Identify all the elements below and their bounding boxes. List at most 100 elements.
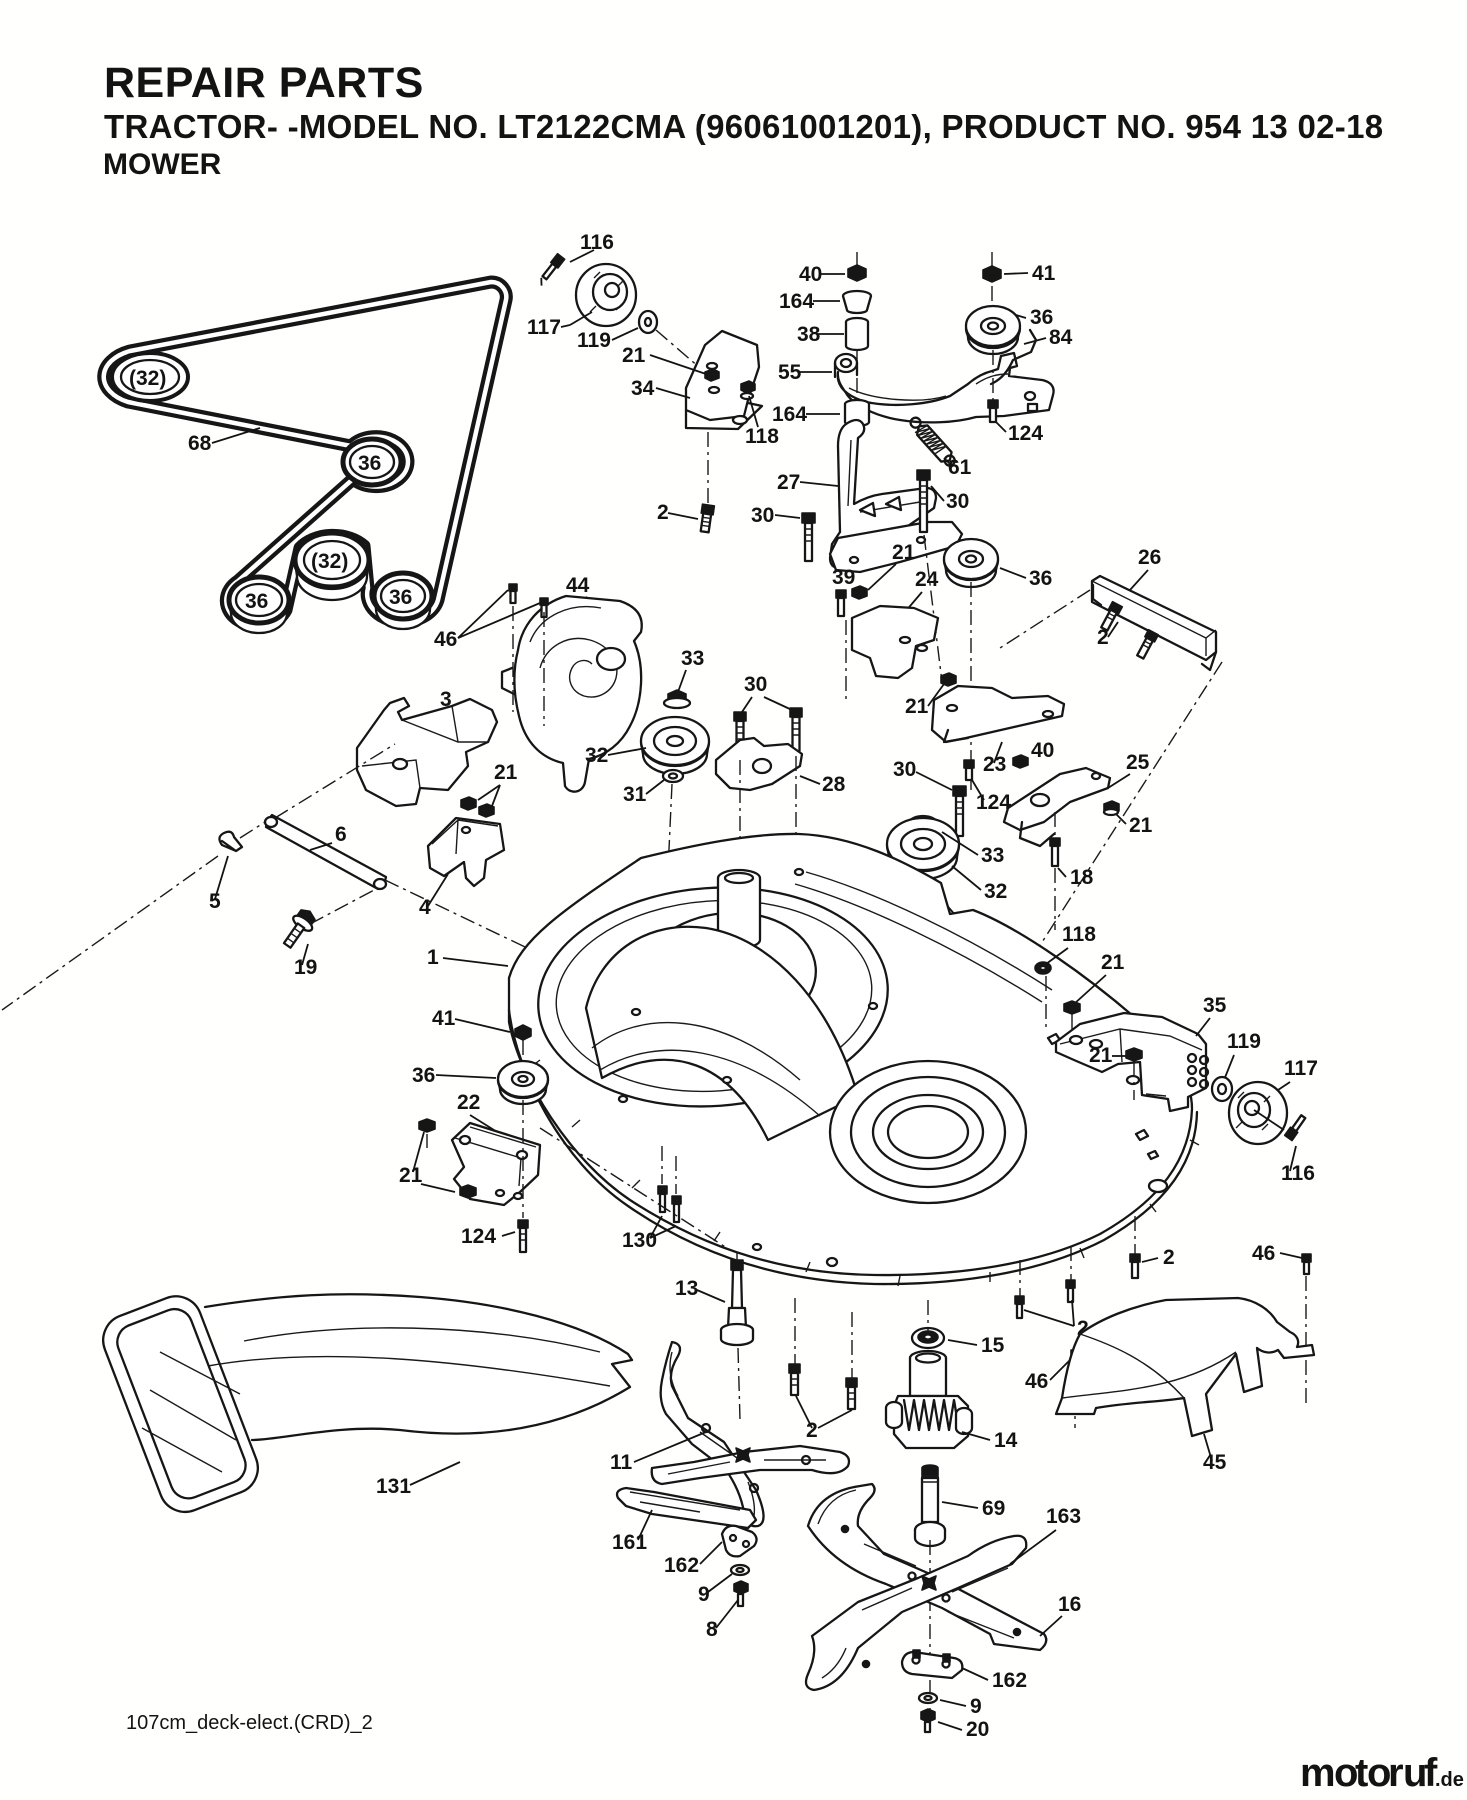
svg-text:119: 119: [1227, 1030, 1261, 1053]
svg-text:68: 68: [188, 432, 212, 455]
svg-text:44: 44: [566, 574, 590, 597]
svg-text:30: 30: [946, 490, 969, 513]
svg-text:55: 55: [778, 361, 802, 384]
svg-text:131: 131: [376, 1475, 411, 1498]
svg-text:34: 34: [631, 377, 655, 400]
svg-text:21: 21: [1089, 1044, 1113, 1067]
svg-text:36: 36: [245, 590, 268, 613]
svg-text:2: 2: [1077, 1317, 1089, 1340]
svg-text:161: 161: [612, 1531, 647, 1554]
svg-text:MOWER: MOWER: [103, 148, 222, 181]
svg-text:33: 33: [681, 647, 704, 670]
svg-text:2: 2: [1163, 1246, 1175, 1269]
svg-text:21: 21: [1101, 951, 1125, 974]
svg-text:38: 38: [797, 323, 821, 346]
svg-text:164: 164: [779, 290, 814, 313]
svg-text:36: 36: [1030, 306, 1053, 329]
svg-text:40: 40: [799, 263, 822, 286]
svg-text:2: 2: [806, 1419, 818, 1442]
svg-text:32: 32: [585, 744, 608, 767]
svg-text:26: 26: [1138, 546, 1161, 569]
svg-text:.de: .de: [1435, 1769, 1464, 1791]
svg-text:o: o: [1367, 1751, 1391, 1795]
svg-text:6: 6: [335, 823, 347, 846]
svg-text:61: 61: [948, 456, 972, 479]
svg-text:18: 18: [1070, 866, 1094, 889]
svg-text:2: 2: [657, 501, 669, 524]
svg-text:46: 46: [1025, 1370, 1048, 1393]
svg-text:36: 36: [412, 1064, 435, 1087]
svg-text:35: 35: [1203, 994, 1227, 1017]
svg-text:163: 163: [1046, 1505, 1081, 1528]
svg-text:41: 41: [432, 1007, 456, 1030]
svg-text:1: 1: [427, 946, 439, 969]
svg-text:16: 16: [1058, 1593, 1081, 1616]
svg-text:TRACTOR- -MODEL NO. LT2122CMA: TRACTOR- -MODEL NO. LT2122CMA (960610012…: [104, 108, 1383, 145]
svg-text:69: 69: [982, 1497, 1005, 1520]
svg-text:19: 19: [294, 956, 317, 979]
svg-text:(32): (32): [311, 550, 348, 573]
svg-text:164: 164: [772, 403, 807, 426]
svg-text:118: 118: [745, 425, 779, 448]
svg-text:118: 118: [1062, 923, 1096, 946]
svg-text:117: 117: [1284, 1057, 1318, 1080]
svg-text:9: 9: [698, 1583, 710, 1606]
svg-text:117: 117: [527, 316, 561, 339]
svg-text:31: 31: [623, 783, 647, 806]
svg-text:(32): (32): [129, 367, 166, 390]
svg-text:107cm_deck-elect.(CRD)_2: 107cm_deck-elect.(CRD)_2: [126, 1712, 373, 1734]
svg-text:REPAIR PARTS: REPAIR PARTS: [104, 59, 424, 107]
svg-text:36: 36: [358, 452, 381, 475]
svg-text:15: 15: [981, 1334, 1005, 1357]
svg-text:3: 3: [440, 688, 452, 711]
svg-text:21: 21: [494, 761, 518, 784]
svg-text:2: 2: [1097, 626, 1109, 649]
svg-text:9: 9: [970, 1695, 982, 1718]
svg-text:116: 116: [580, 231, 614, 254]
svg-text:21: 21: [1129, 814, 1153, 837]
svg-text:36: 36: [1029, 567, 1052, 590]
svg-text:11: 11: [610, 1451, 633, 1474]
svg-text:40: 40: [1031, 739, 1054, 762]
svg-text:124: 124: [976, 791, 1011, 814]
svg-text:124: 124: [1008, 422, 1043, 445]
svg-text:r: r: [1388, 1751, 1404, 1795]
svg-text:21: 21: [622, 344, 646, 367]
svg-text:o: o: [1334, 1751, 1358, 1795]
svg-text:21: 21: [892, 541, 916, 564]
svg-text:116: 116: [1281, 1162, 1315, 1185]
svg-text:t: t: [1355, 1751, 1368, 1795]
svg-text:8: 8: [706, 1618, 718, 1641]
svg-text:m: m: [1300, 1751, 1336, 1795]
svg-text:45: 45: [1203, 1451, 1227, 1474]
svg-text:119: 119: [577, 329, 611, 352]
svg-text:21: 21: [399, 1164, 423, 1187]
svg-text:13: 13: [675, 1277, 698, 1300]
svg-text:36: 36: [389, 586, 412, 609]
svg-text:41: 41: [1032, 262, 1056, 285]
svg-text:27: 27: [777, 471, 800, 494]
svg-text:124: 124: [461, 1225, 496, 1248]
svg-text:4: 4: [419, 896, 431, 919]
svg-text:21: 21: [905, 695, 929, 718]
svg-text:33: 33: [981, 844, 1004, 867]
svg-text:39: 39: [832, 566, 855, 589]
svg-text:20: 20: [966, 1718, 989, 1741]
svg-text:30: 30: [751, 504, 774, 527]
svg-text:28: 28: [822, 773, 846, 796]
svg-text:30: 30: [893, 758, 916, 781]
svg-text:23: 23: [983, 753, 1006, 776]
svg-text:u: u: [1403, 1751, 1427, 1795]
svg-text:22: 22: [457, 1091, 480, 1114]
svg-text:162: 162: [664, 1554, 699, 1577]
svg-text:f: f: [1424, 1751, 1438, 1795]
svg-text:162: 162: [992, 1669, 1027, 1692]
svg-text:46: 46: [434, 628, 457, 651]
svg-text:14: 14: [994, 1429, 1018, 1452]
svg-text:25: 25: [1126, 751, 1150, 774]
svg-text:5: 5: [209, 890, 221, 913]
svg-text:32: 32: [984, 880, 1007, 903]
svg-text:24: 24: [915, 568, 939, 591]
svg-text:130: 130: [622, 1229, 657, 1252]
svg-text:46: 46: [1252, 1242, 1275, 1265]
